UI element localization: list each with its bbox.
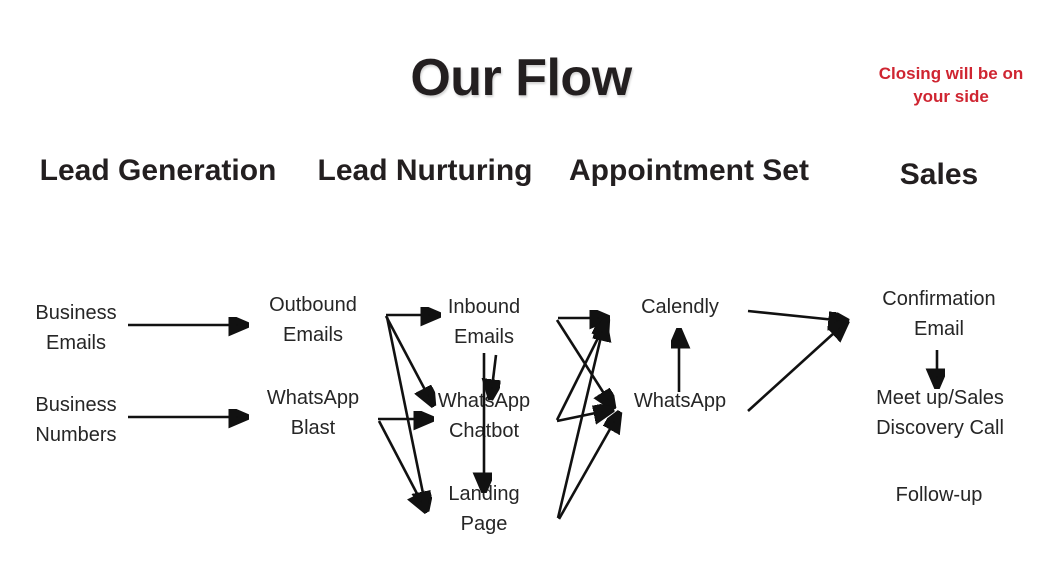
column-heading-lead-generation: Lead Generation	[39, 154, 277, 187]
page-title: Our Flow	[410, 49, 632, 107]
column-heading-appointment-set: Appointment Set	[569, 154, 809, 187]
closing-note: Closing will be on your side	[878, 64, 1024, 107]
node-calendly: Calendly	[641, 296, 719, 318]
edge-whatsapp-chatbot-to-whatsapp	[556, 410, 610, 421]
node-whatsapp-blast: WhatsApp Blast	[266, 387, 360, 439]
node-landing-page: Landing Page	[448, 483, 520, 535]
edge-landing-page-to-calendly	[556, 324, 604, 519]
node-business-numbers: Business Numbers	[35, 394, 117, 446]
node-meetup-discovery: Meet up/Sales Discovery Call	[876, 387, 1004, 439]
edge-calendly-to-confirmation-email	[747, 309, 845, 321]
column-heading-sales: Sales	[899, 158, 979, 191]
column-heading-lead-nurturing: Lead Nurturing	[317, 154, 533, 187]
edge-inbound-emails-to-whatsapp	[555, 319, 612, 406]
node-whatsapp: WhatsApp	[633, 390, 727, 412]
node-whatsapp-chatbot: WhatsApp Chatbot	[437, 390, 531, 442]
edge-landing-page-to-whatsapp	[557, 415, 618, 520]
edge-whatsapp-to-confirmation-email	[747, 323, 845, 412]
edge-whatsapp-chatbot-to-calendly	[555, 322, 606, 421]
node-business-emails: Business Emails	[35, 302, 117, 354]
node-follow-up: Follow-up	[895, 484, 983, 506]
node-outbound-emails: Outbound Emails	[269, 294, 357, 346]
node-inbound-emails: Inbound Emails	[447, 296, 521, 348]
node-confirmation-email: Confirmation Email	[882, 288, 996, 340]
